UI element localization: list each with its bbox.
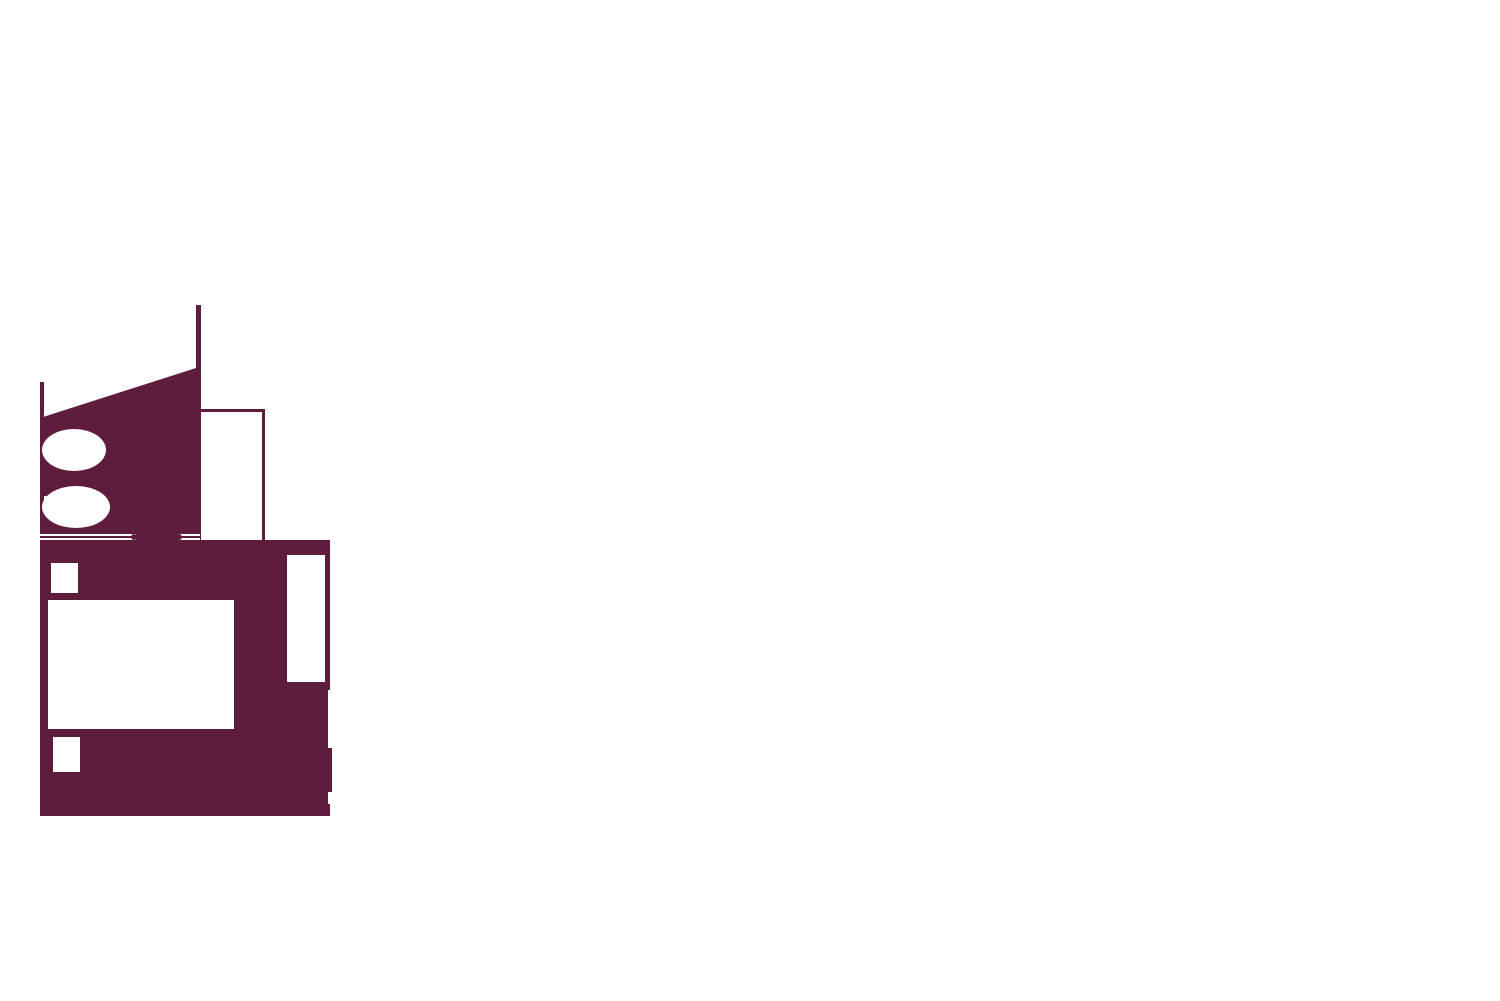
bed-icon <box>48 600 234 729</box>
closet-right-wall <box>262 409 265 540</box>
bathroom-right-wall <box>196 305 201 540</box>
closet-top-wall <box>201 409 265 412</box>
sink-icon <box>42 486 110 528</box>
nightstand-top-icon <box>51 563 78 593</box>
bathroom-door-icon <box>40 534 200 540</box>
toilet-icon <box>42 429 106 471</box>
bathroom-left-wall <box>40 382 44 540</box>
bathroom-room <box>40 305 201 540</box>
entry-door-icon <box>326 690 332 804</box>
closet-outline <box>201 409 265 540</box>
wardrobe-icon <box>287 555 325 682</box>
nightstand-bottom-icon <box>53 737 80 772</box>
bedroom-room <box>40 540 332 816</box>
